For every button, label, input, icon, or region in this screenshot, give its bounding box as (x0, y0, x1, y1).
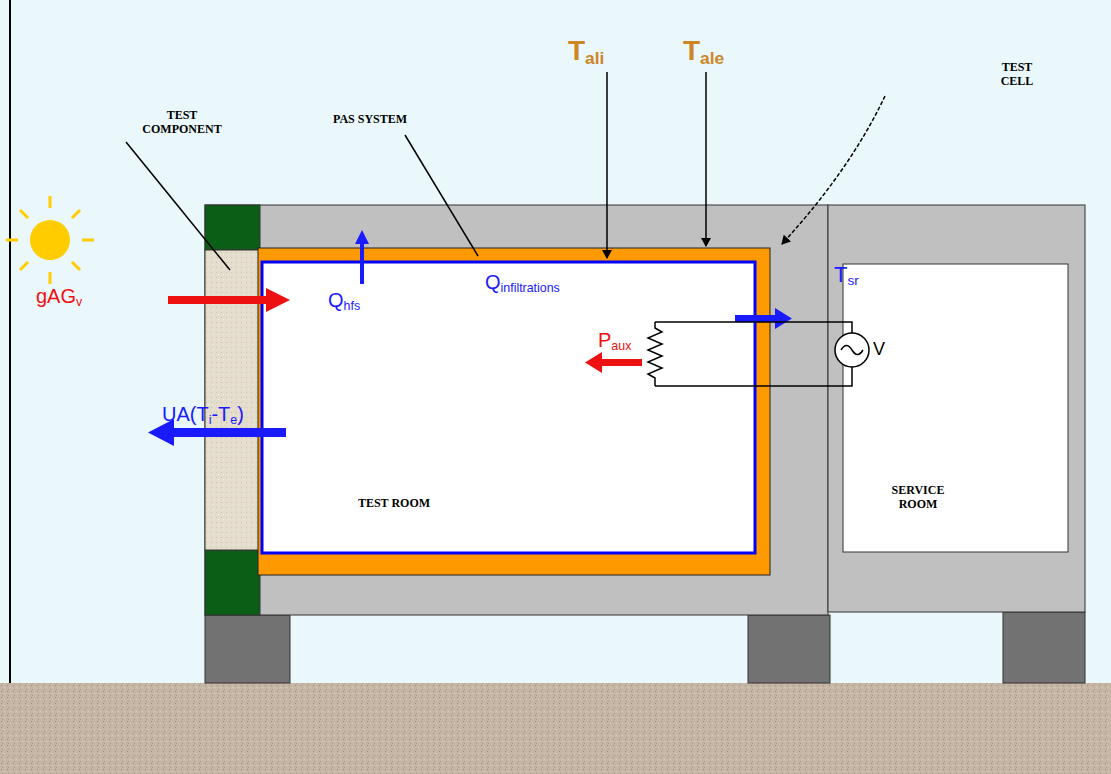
wire (655, 322, 852, 333)
ground (0, 683, 1111, 774)
heat-flux-arrow (355, 230, 369, 284)
temperature-symbol: Tsr (834, 262, 859, 288)
service-cell-body (828, 205, 1085, 612)
resistor-symbol (648, 322, 662, 386)
temperature-symbol: Tali (568, 34, 604, 68)
frame-block (205, 550, 260, 615)
wire (655, 367, 852, 386)
support-legs (205, 612, 1085, 683)
infiltration-arrow (735, 308, 792, 329)
test-room-fill (262, 262, 755, 553)
temperature-symbol: Tale (683, 34, 724, 68)
power-symbol: Paux (598, 328, 631, 352)
frame-block (205, 205, 260, 250)
flux-symbol: gAGv (36, 284, 82, 308)
signal-name: V (873, 339, 885, 361)
leader-line (126, 142, 230, 270)
part-name: TEST COMPONENT (137, 108, 227, 137)
solar-gain-arrow (168, 288, 290, 312)
sun (6, 196, 94, 284)
leader-arrow (782, 96, 885, 244)
room-name: SERVICE ROOM (882, 483, 954, 512)
aux-power-arrow (585, 352, 642, 373)
test-cell-body (205, 205, 828, 615)
part-name: TEST CELL (993, 60, 1041, 89)
voltage-source-symbol (835, 333, 869, 367)
flux-symbol: Qinfiltrations (485, 270, 560, 294)
pas-system-layer (258, 248, 770, 575)
frame-line (9, 0, 11, 683)
part-name: PAS SYSTEM (333, 112, 407, 126)
flux-symbol: UA(Ti-Te) (162, 402, 244, 426)
ac-symbol (841, 346, 863, 355)
test-component-wall (205, 250, 260, 550)
leader-arrow (705, 72, 707, 246)
flux-symbol: Qhfs (328, 288, 360, 312)
leader-arrow (606, 72, 608, 258)
heater-circuit (648, 322, 869, 386)
leader-line (405, 135, 478, 256)
service-room: SERVICE ROOM (844, 265, 1067, 551)
room-name: TEST ROOM (264, 496, 524, 510)
service-room-fill (843, 264, 1068, 552)
